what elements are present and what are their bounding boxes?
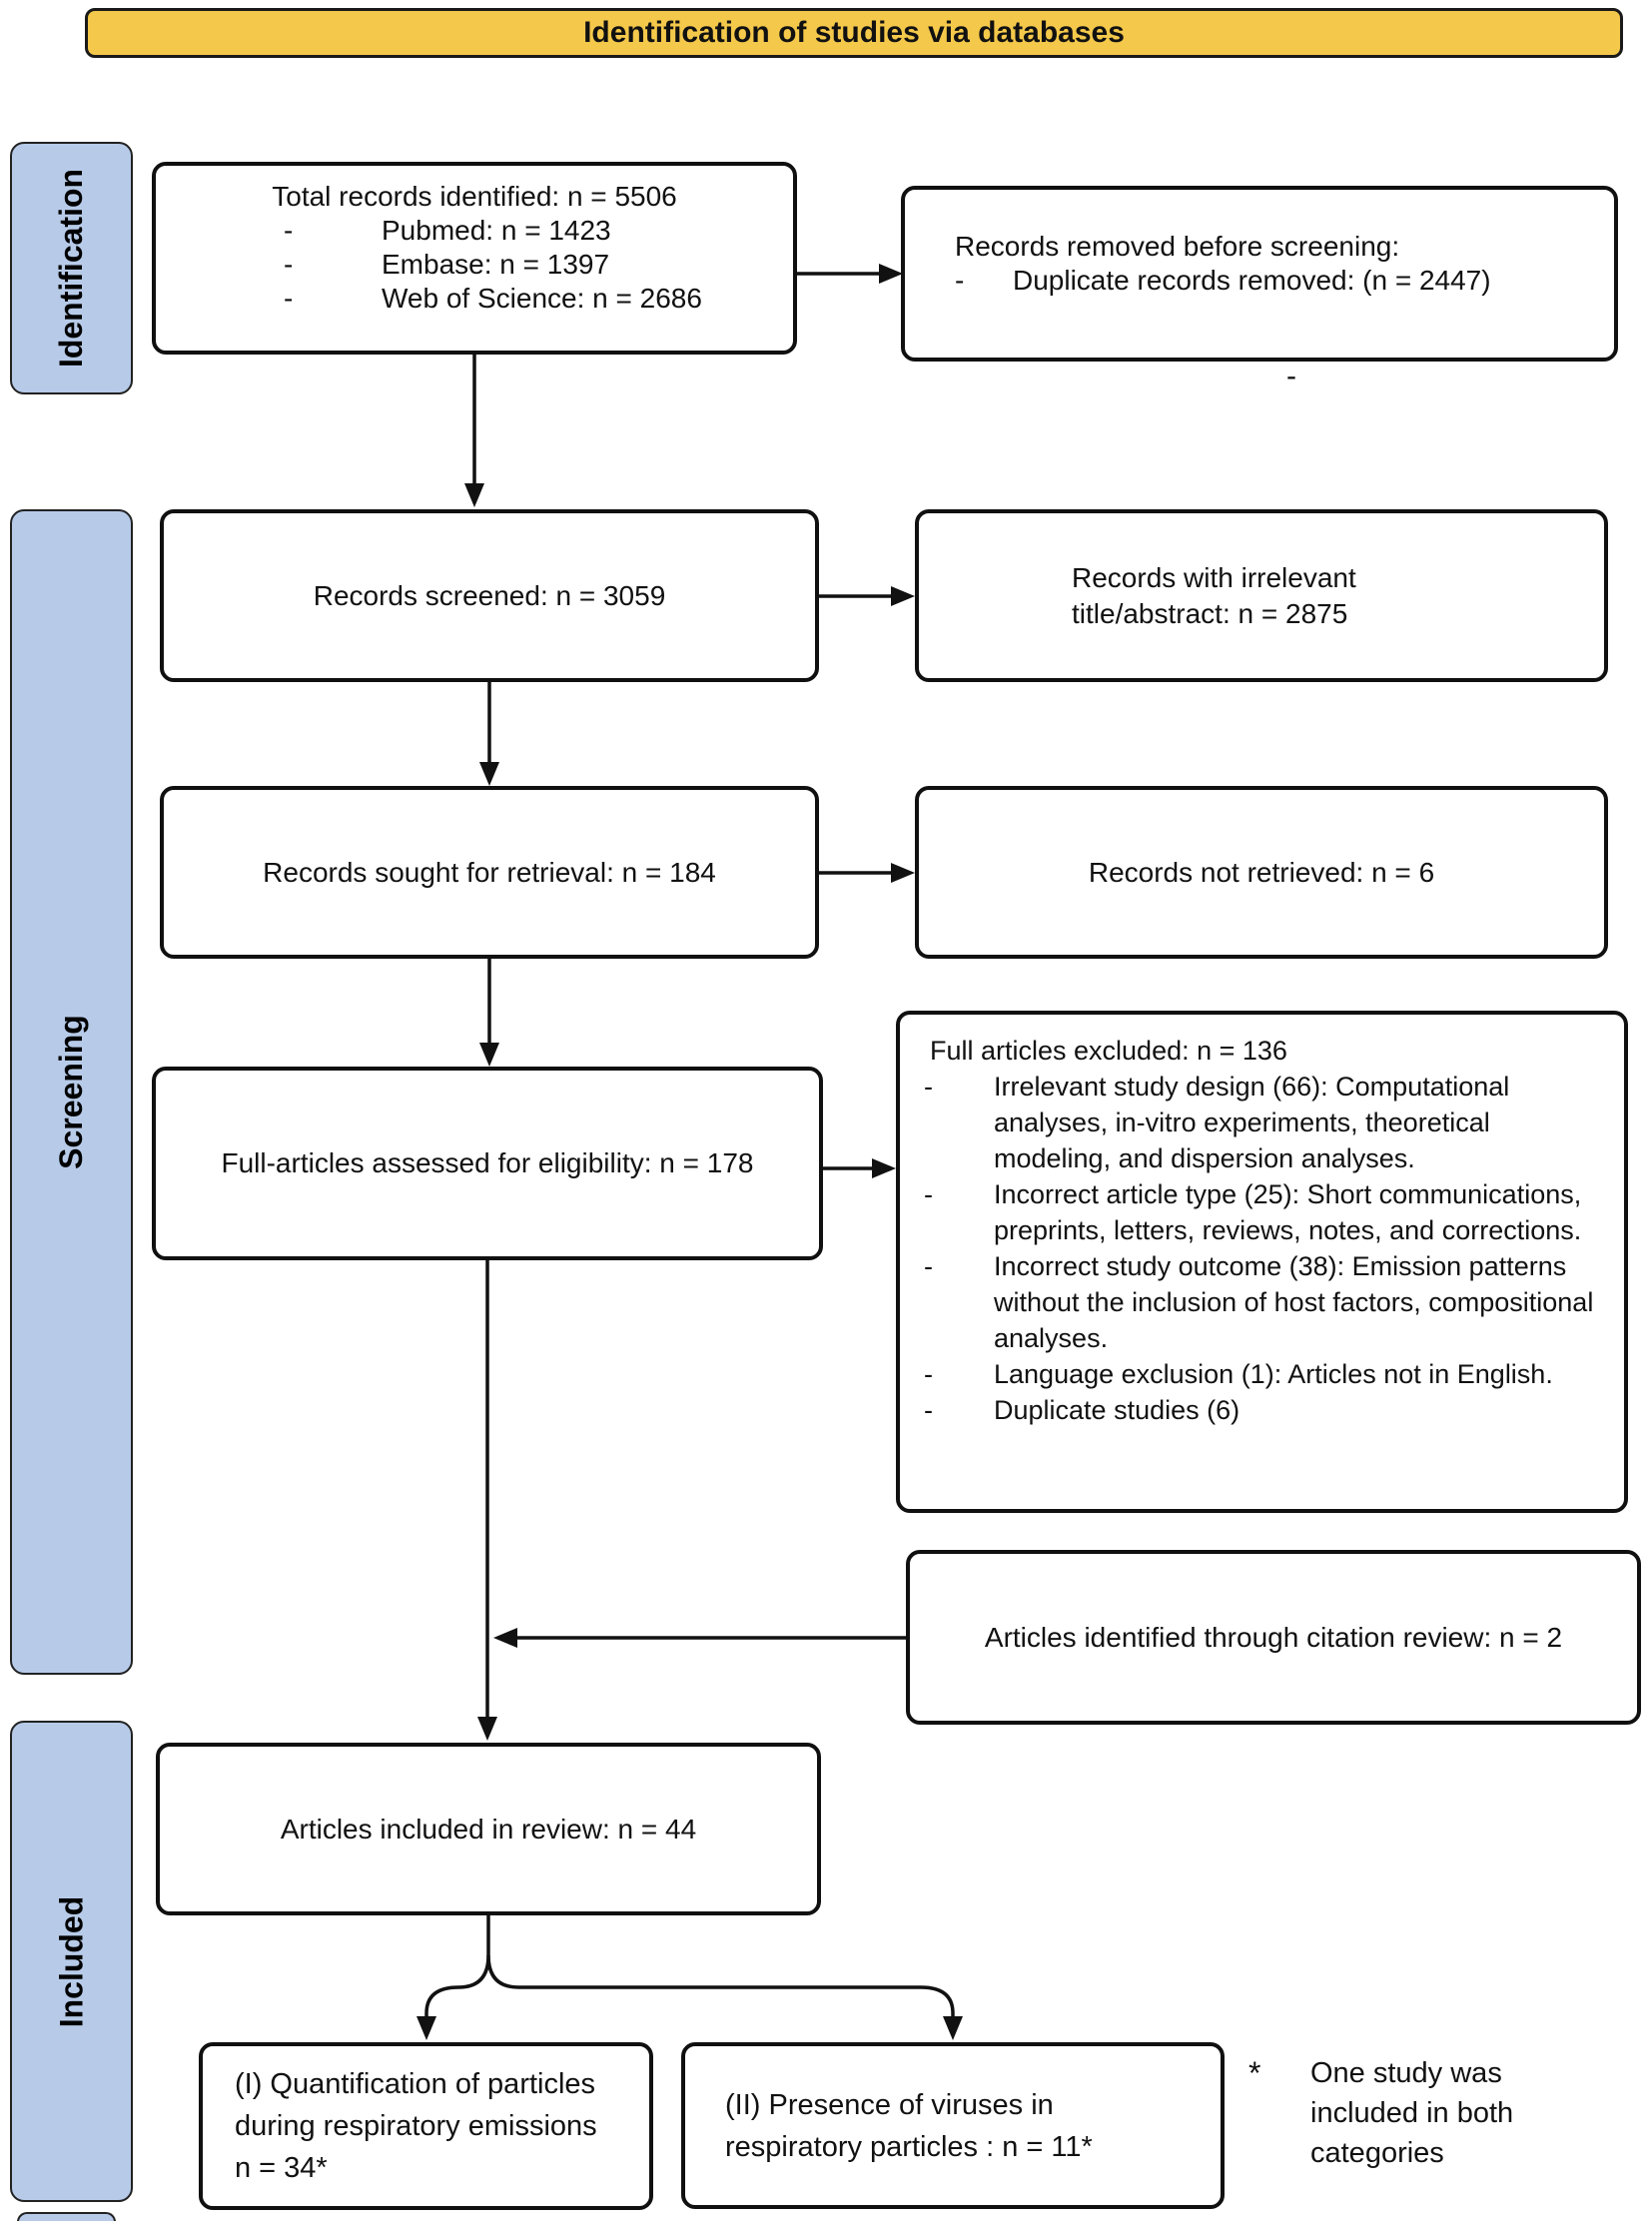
records-sought-label: Records sought for retrieval: n = 184: [263, 856, 716, 888]
duplicates-removed-count: Duplicate records removed: (n = 2447): [1013, 265, 1491, 296]
dash-bullet: -: [955, 265, 965, 296]
arrowhead-down-icon: [464, 483, 484, 507]
split-right-branch: [486, 1954, 955, 2018]
asterisk-symbol: *: [1248, 2055, 1261, 2091]
database-wos-count: Web of Science: n = 2686: [382, 283, 702, 314]
list-item: - Web of Science: n = 2686: [156, 282, 793, 316]
box-records-screened: Records screened: n = 3059: [160, 509, 819, 682]
category-one-line: (I) Quantification of particles: [235, 2068, 596, 2100]
dash-bullet: -: [284, 283, 294, 314]
exclusion-article-type: Incorrect article type (25): Short commu…: [994, 1179, 1582, 1245]
articles-excluded-title: Full articles excluded: n = 136: [930, 1036, 1287, 1066]
box-irrelevant-records: Records with irrelevant title/abstract: …: [915, 509, 1608, 682]
arrowhead-down-icon: [479, 1043, 499, 1067]
list-item: - Duplicate records removed: (n = 2447): [955, 264, 1594, 298]
footnote-line: categories: [1310, 2137, 1444, 2169]
banner-identification-of-studies: Identification of studies via databases: [85, 8, 1623, 58]
box-articles-assessed: Full-articles assessed for eligibility: …: [152, 1067, 823, 1260]
stage-screening: Screening: [10, 509, 133, 1675]
dash-bullet: -: [924, 1072, 933, 1102]
arrowhead-right-icon: [879, 264, 903, 284]
list-item: - Irrelevant study design (66): Computat…: [922, 1069, 1614, 1176]
dash-bullet: -: [924, 1179, 933, 1209]
exclusion-language: Language exclusion (1): Articles not in …: [994, 1359, 1553, 1389]
exclusion-duplicates: Duplicate studies (6): [994, 1395, 1240, 1425]
records-removed-title: Records removed before screening:: [955, 231, 1400, 262]
arrowhead-down-icon: [477, 1717, 497, 1741]
arrowhead-down-icon: [479, 762, 499, 786]
dash-bullet: -: [924, 1251, 933, 1281]
split-left-branch: [424, 1954, 490, 2018]
dash-bullet: -: [284, 215, 294, 246]
list-item: - Incorrect article type (25): Short com…: [922, 1176, 1614, 1248]
category-one-line: during respiratory emissions: [235, 2110, 597, 2142]
box-category-two: (II) Presence of viruses in respiratory …: [681, 2042, 1225, 2209]
articles-included-label: Articles included in review: n = 44: [280, 1813, 697, 1845]
stray-dash: -: [1286, 360, 1296, 392]
list-item: - Embase: n = 1397: [156, 248, 793, 282]
banner-title: Identification of studies via databases: [583, 16, 1125, 49]
category-two-line: respiratory particles : n = 11*: [725, 2130, 1093, 2163]
box-records-sought: Records sought for retrieval: n = 184: [160, 786, 819, 959]
records-screened-label: Records screened: n = 3059: [313, 579, 666, 611]
dash-bullet: -: [284, 249, 294, 280]
records-not-retrieved-label: Records not retrieved: n = 6: [1088, 856, 1435, 888]
citation-review-label: Articles identified through citation rev…: [984, 1621, 1563, 1653]
footnote-line: included in both: [1310, 2097, 1514, 2129]
irrelevant-records-label: Records with irrelevant title/abstract: …: [1072, 561, 1356, 629]
list-item: - Duplicate studies (6): [922, 1392, 1614, 1428]
box-total-records-identified: Total records identified: n = 5506 - Pub…: [152, 162, 797, 355]
footnote-text: One study was included in both categorie…: [1310, 2053, 1513, 2173]
arrowhead-right-icon: [891, 863, 915, 883]
arrowhead-down-icon: [943, 2016, 963, 2040]
list-item: - Incorrect study outcome (38): Emission…: [922, 1248, 1614, 1356]
database-pubmed-count: Pubmed: n = 1423: [382, 215, 611, 246]
box-articles-included: Articles included in review: n = 44: [156, 1743, 821, 1915]
box-category-one: (I) Quantification of particles during r…: [199, 2042, 653, 2210]
footnote: * One study was included in both categor…: [1248, 2053, 1513, 2173]
exclusion-study-outcome: Incorrect study outcome (38): Emission p…: [994, 1251, 1594, 1353]
articles-assessed-label: Full-articles assessed for eligibility: …: [221, 1147, 754, 1178]
footnote-line: One study was: [1310, 2057, 1502, 2089]
list-item: - Pubmed: n = 1423: [156, 214, 793, 248]
box-articles-excluded: Full articles excluded: n = 136 - Irrele…: [896, 1011, 1628, 1513]
category-one-line: n = 34*: [235, 2152, 328, 2184]
arrowhead-right-icon: [872, 1158, 896, 1178]
stage-identification: Identification: [10, 142, 133, 394]
box-records-not-retrieved: Records not retrieved: n = 6: [915, 786, 1608, 959]
category-two-line: (II) Presence of viruses in: [725, 2088, 1054, 2121]
box-records-removed: Records removed before screening: - Dupl…: [901, 186, 1618, 362]
arrowhead-right-icon: [891, 586, 915, 606]
stage-included: Included: [10, 1721, 133, 2202]
database-embase-count: Embase: n = 1397: [382, 249, 610, 280]
exclusion-irrelevant-design: Irrelevant study design (66): Computatio…: [994, 1072, 1510, 1173]
arrowhead-left-icon: [493, 1628, 517, 1648]
dash-bullet: -: [924, 1395, 933, 1425]
box-citation-review: Articles identified through citation rev…: [906, 1550, 1641, 1725]
list-item: - Language exclusion (1): Articles not i…: [922, 1356, 1614, 1392]
total-records-title: Total records identified: n = 5506: [272, 181, 677, 212]
dash-bullet: -: [924, 1359, 933, 1389]
arrowhead-down-icon: [416, 2016, 436, 2040]
